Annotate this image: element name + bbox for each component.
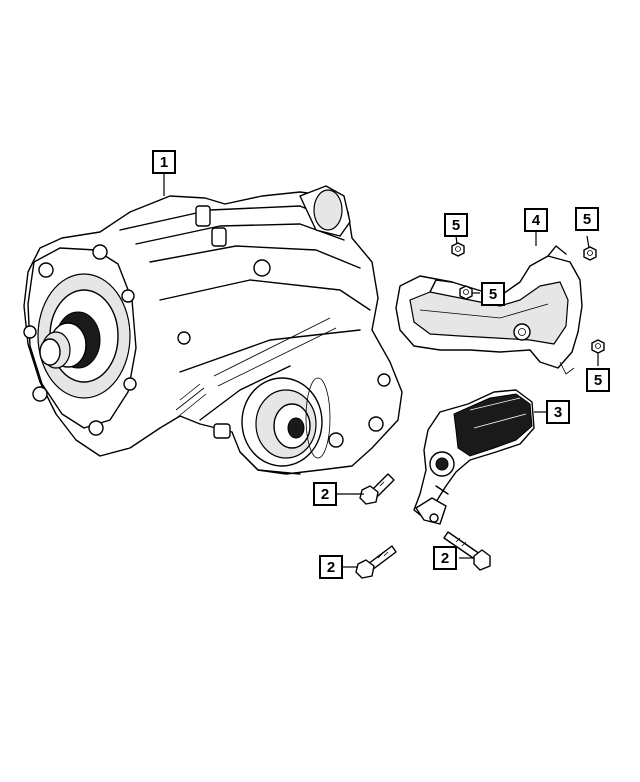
nut-5d — [591, 339, 605, 354]
transfer-case — [23, 185, 403, 475]
bolt-2c — [443, 531, 491, 571]
callout-2-c: 2 — [433, 546, 457, 570]
shift-motor-actuator — [413, 389, 535, 525]
nut-5b — [583, 246, 597, 261]
callout-3: 3 — [546, 400, 570, 424]
callout-5-c: 5 — [481, 282, 505, 306]
callout-2-b: 2 — [319, 555, 343, 579]
callout-1: 1 — [152, 150, 176, 174]
bolt-2b — [355, 545, 397, 579]
heat-shield-bracket — [395, 245, 583, 375]
leader-lines — [163, 174, 599, 568]
callout-4: 4 — [524, 208, 548, 232]
callout-5-d: 5 — [586, 368, 610, 392]
callout-5-b: 5 — [575, 207, 599, 231]
callout-2-a: 2 — [313, 482, 337, 506]
nut-5a — [451, 242, 465, 257]
callout-5-a: 5 — [444, 213, 468, 237]
nut-5c — [459, 285, 473, 300]
bolt-2a — [359, 473, 395, 505]
